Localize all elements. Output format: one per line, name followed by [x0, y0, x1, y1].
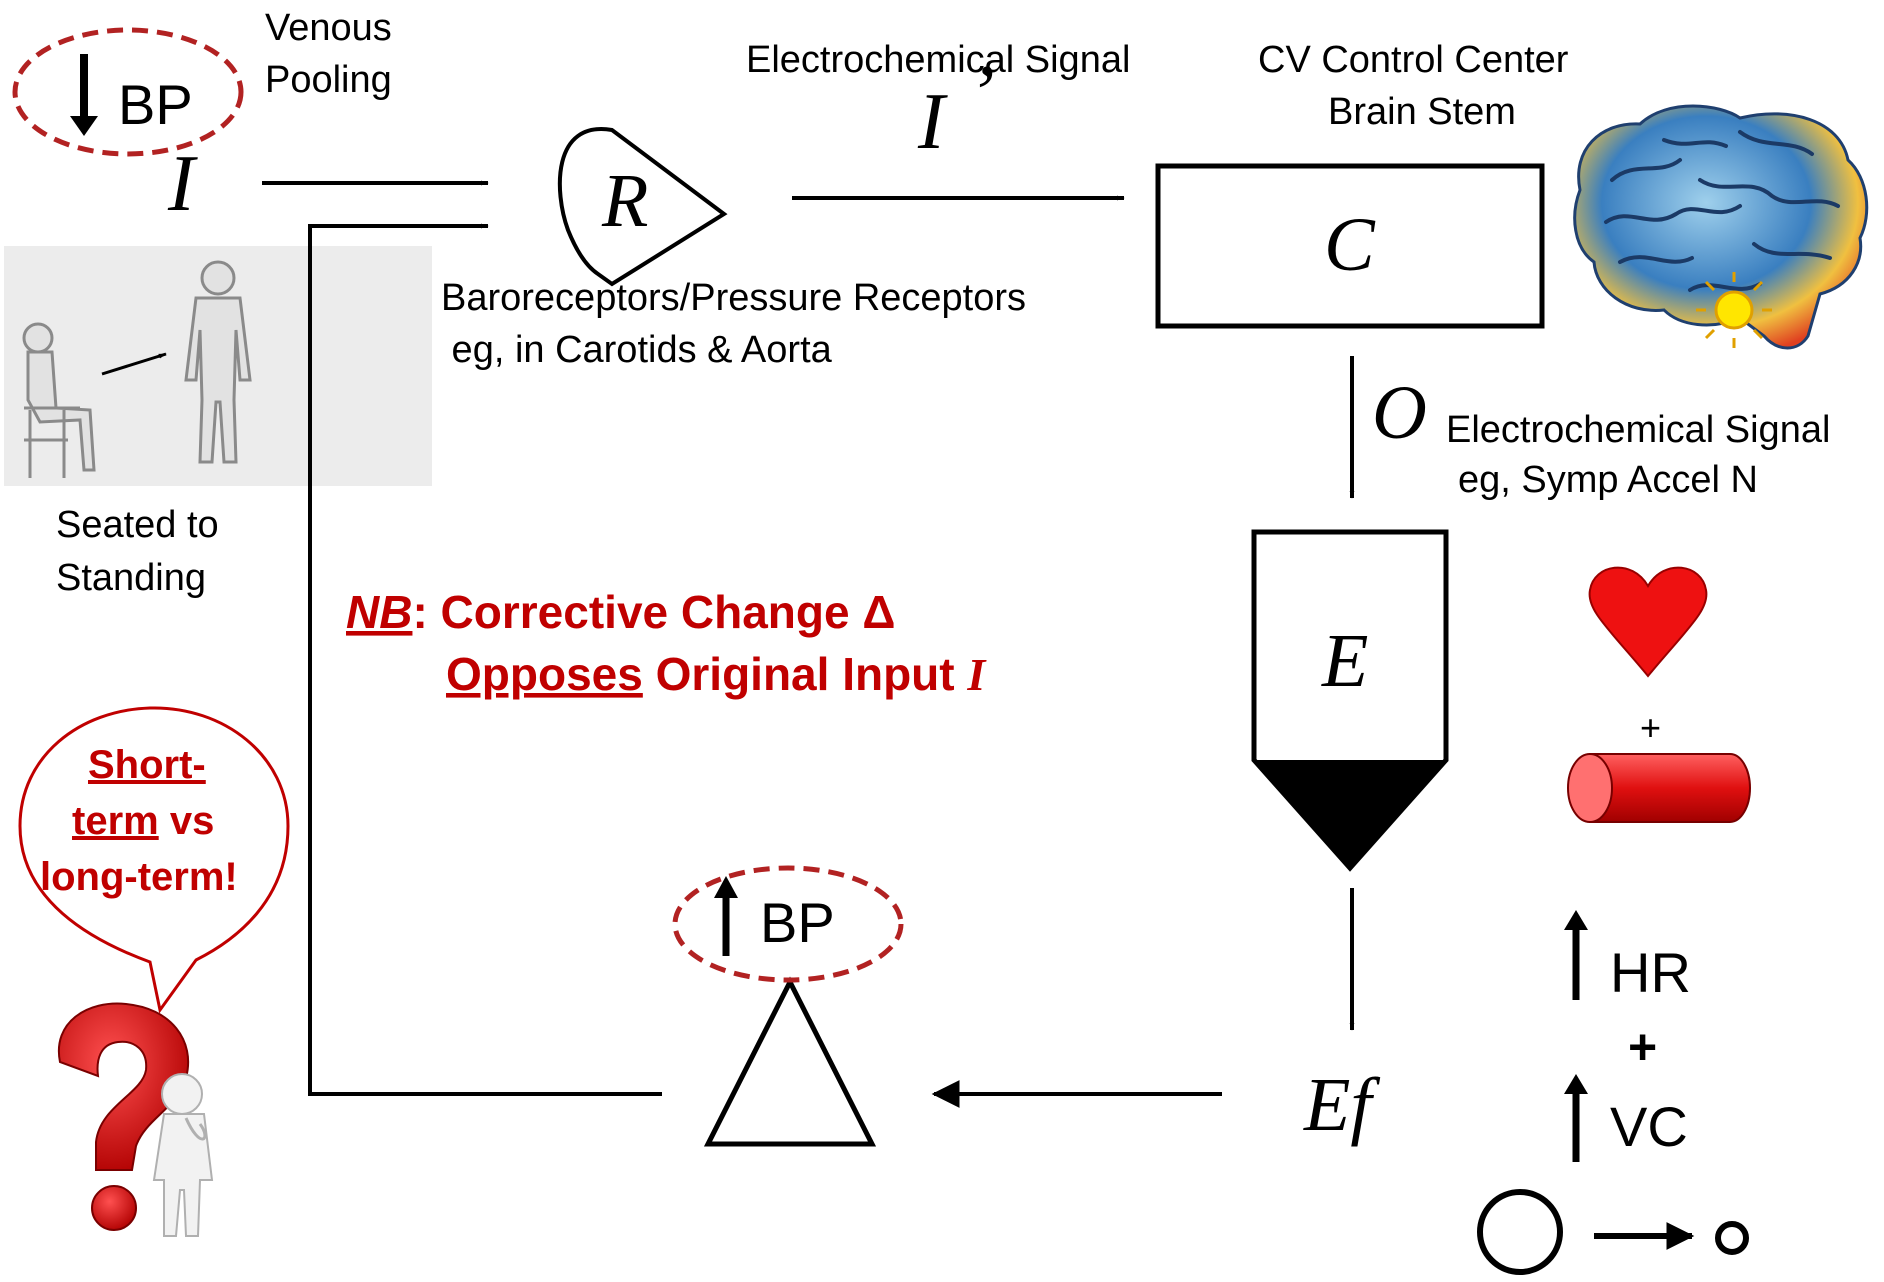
efferent-symbol: O [1372, 371, 1427, 455]
control-center-box [1155, 163, 1545, 329]
effector-plus: + [1640, 707, 1661, 748]
receptor-label-line1: Baroreceptors/Pressure Receptors [441, 277, 1026, 319]
brain-icon [1573, 104, 1869, 350]
vc-up-arrow-head [1564, 1074, 1588, 1094]
feedback-loop-line [308, 223, 662, 1096]
posture-label-line1: Seated to [56, 504, 219, 546]
hr-up-arrow-head [1564, 910, 1588, 930]
afferent-prime: ’ [968, 50, 995, 138]
bubble-line2: term vs [72, 799, 214, 843]
note-input-symbol: I [966, 649, 987, 700]
effect-plus: + [1628, 1019, 1657, 1075]
effect-symbol: Ef [1303, 1063, 1380, 1147]
large-vessel-circle [1477, 1189, 1563, 1275]
decreased-bp-label: BP [118, 73, 193, 136]
bubble-line2-vs: vs [159, 799, 215, 843]
decreased-bp-ellipse [12, 27, 244, 157]
control-center-label-line2: Brain Stem [1328, 91, 1516, 133]
efferent-label-line2: eg, Symp Accel N [1458, 459, 1758, 501]
efferent-label-line1: Electrochemical Signal [1446, 409, 1830, 451]
effector-base [1254, 760, 1446, 868]
note-line2: Original Input [643, 648, 968, 700]
increased-bp-label: BP [760, 891, 835, 954]
afferent-symbol: I [917, 78, 948, 166]
note-nb: NB [346, 586, 412, 638]
speech-bubble [18, 706, 290, 1014]
bubble-line2-term: term [72, 799, 159, 843]
hr-label: HR [1610, 941, 1691, 1004]
receptor-label-line2: eg, in Carotids & Aorta [441, 329, 833, 371]
posture-arrow [101, 352, 167, 376]
heart-icon [1588, 566, 1708, 678]
control-center-label-line1: CV Control Center [1258, 39, 1569, 81]
question-mark-thinker-icon [57, 1002, 214, 1237]
change-triangle [703, 976, 877, 1147]
control-center-symbol: C [1324, 203, 1376, 287]
bubble-line1: Short- [88, 743, 206, 787]
note-line1: : Corrective Change Δ [412, 586, 895, 638]
small-vessel-circle [1715, 1221, 1749, 1255]
input-symbol: I [167, 140, 198, 228]
posture-label-line2: Standing [56, 557, 206, 599]
effector-symbol: E [1321, 619, 1368, 703]
standing-person-icon [184, 260, 252, 464]
pooling-label-line2: Pooling [265, 59, 392, 101]
blood-vessel-icon [1567, 753, 1751, 823]
svg-text:Opposes Original Input I: Opposes Original Input I [446, 648, 987, 700]
seated-person-icon [22, 322, 96, 478]
note-opposes: Opposes [446, 648, 643, 700]
pooling-label-line1: Venous [265, 7, 392, 49]
increased-bp-up-arrow-head [714, 876, 738, 898]
svg-text:NB: Corrective Change Δ: NB: Corrective Change Δ [346, 586, 895, 638]
vc-label: VC [1610, 1095, 1688, 1158]
increased-bp-ellipse [672, 865, 904, 983]
corrective-note: NB: Corrective Change Δ Opposes Original… [346, 586, 987, 700]
bubble-line3: long-term! [40, 855, 238, 899]
down-arrow-head [70, 116, 98, 136]
receptor-symbol: R [601, 159, 648, 243]
receptor-shape [557, 127, 728, 287]
afferent-label: Electrochemical Signal [746, 39, 1130, 81]
